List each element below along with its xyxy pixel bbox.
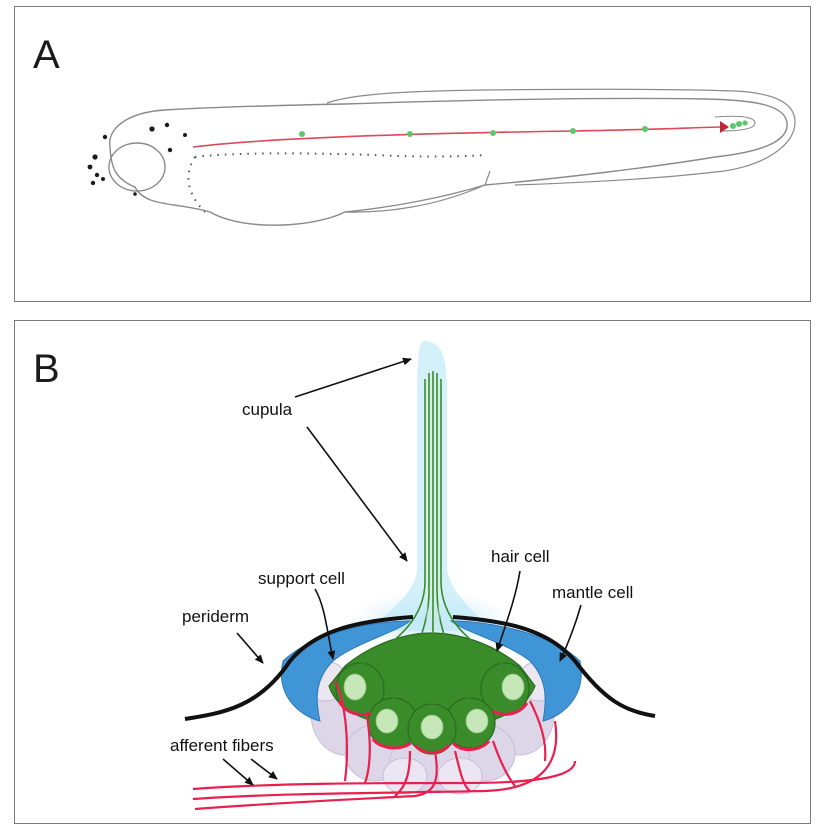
larva-fin-fold [327,89,795,185]
cupula [365,341,495,631]
head-neuromasts [88,123,187,196]
posterior-lateral-line [193,127,720,147]
ventral-dotted-line [195,153,485,157]
neuromast-diagram: cupula support cell hair cell mantle cel… [15,321,812,825]
arrow-cupula-top [295,359,411,397]
label-mantle-cell: mantle cell [552,583,633,602]
panel-b: B [14,320,811,824]
larva-ventral-outline [345,171,490,212]
label-hair-cell: hair cell [491,547,550,566]
larva-diagram [15,7,812,303]
arrow-afferent-2 [251,759,277,779]
larva-eye [109,143,165,191]
arrow-periderm [237,633,263,663]
arrow-afferent-1 [223,759,253,785]
arrow-cupula-base [307,427,407,561]
arrow-mantle-cell [560,605,581,661]
label-support-cell: support cell [258,569,345,588]
panel-a: A [14,6,811,302]
label-periderm: periderm [182,607,249,626]
label-cupula: cupula [242,400,293,419]
anterior-dotted-line [188,157,205,212]
larva-body-outline [110,98,787,225]
label-afferent-fibers: afferent fibers [170,736,274,755]
